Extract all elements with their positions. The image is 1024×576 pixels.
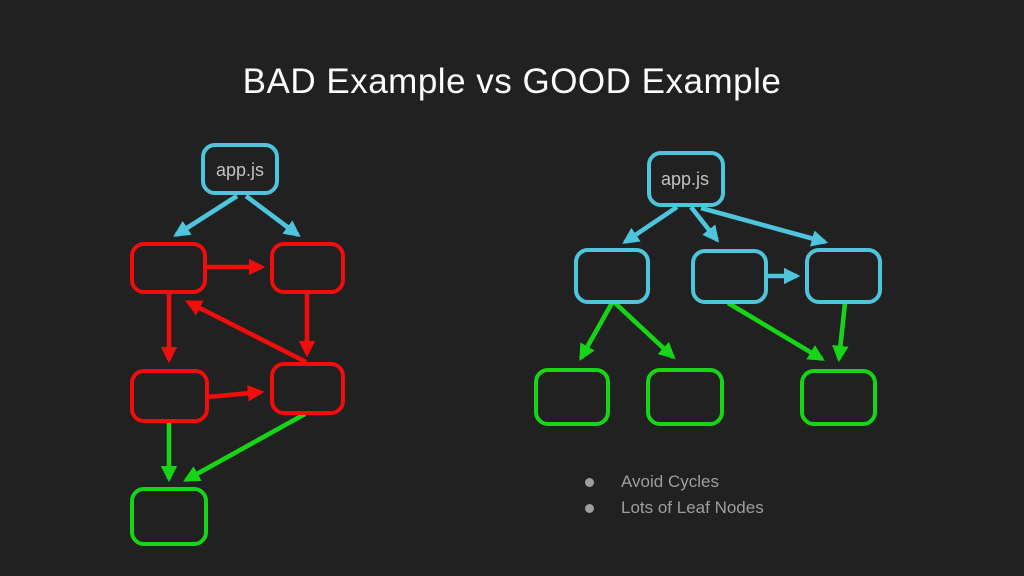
bad-node-app-label: app.js: [216, 160, 264, 180]
good-node-app-label: app.js: [661, 169, 709, 189]
bad-edge-app-mid-left: [173, 194, 239, 237]
bad-edge-lower-right-mid-left: [185, 299, 308, 365]
good-edge-child-left-leaf-left: [578, 301, 615, 361]
good-edge-child-left-leaf-mid: [613, 301, 676, 360]
good-edge-app-child-right: [700, 205, 829, 247]
bad-node-app: [201, 143, 279, 195]
notes-list: Avoid Cycles Lots of Leaf Nodes: [585, 469, 764, 521]
good-node-child-mid: [691, 249, 768, 304]
bad-node-lower-left: [130, 369, 209, 423]
good-node-app: [647, 151, 725, 207]
note-text: Avoid Cycles: [621, 472, 719, 491]
bad-edge-app-mid-right: [244, 194, 301, 237]
good-diagram: app.js: [534, 151, 882, 426]
good-node-leaf-right: [800, 369, 877, 426]
bad-node-mid-right: [270, 242, 345, 294]
good-node-child-right: [805, 248, 882, 304]
good-node-leaf-left: [534, 368, 610, 426]
list-item: Lots of Leaf Nodes: [585, 495, 764, 521]
good-edge-app-child-mid: [689, 205, 720, 243]
note-text: Lots of Leaf Nodes: [621, 498, 764, 517]
good-edge-child-right-leaf-right: [832, 302, 849, 363]
bad-node-mid-left: [130, 242, 207, 294]
good-edge-app-child-left: [622, 205, 679, 244]
good-edge-child-mid-leaf-right: [726, 301, 825, 361]
bad-node-lower-right: [270, 362, 345, 415]
bad-diagram: app.js: [130, 143, 345, 546]
bad-node-leaf: [130, 487, 208, 546]
good-node-leaf-mid: [646, 368, 724, 426]
bullet-icon: [585, 503, 594, 513]
slide-title: BAD Example vs GOOD Example: [242, 62, 782, 101]
bad-edge-lower-left-lower-right: [207, 385, 265, 402]
bullet-icon: [585, 477, 594, 487]
bad-edge-lower-right-leaf: [183, 411, 307, 483]
good-node-child-left: [574, 248, 650, 304]
list-item: Avoid Cycles: [585, 469, 764, 495]
